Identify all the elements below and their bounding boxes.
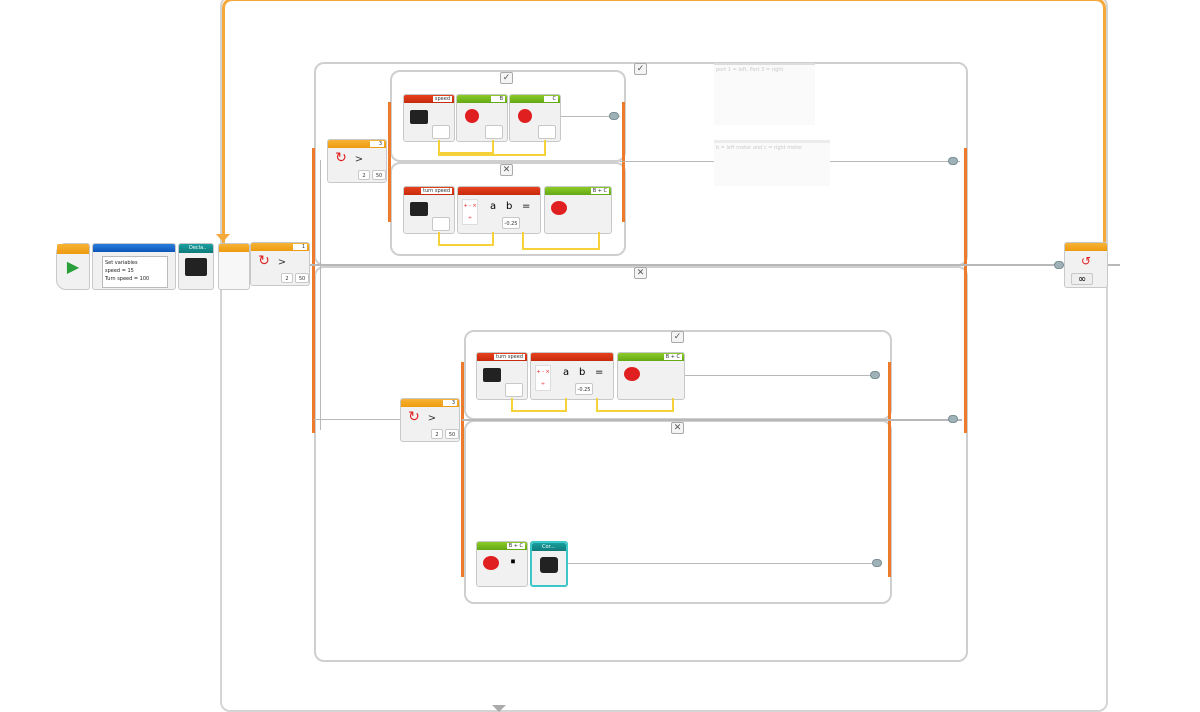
- wire-bottom-true: [684, 375, 874, 376]
- variable-turn-speed-block[interactable]: turn speed: [403, 186, 455, 234]
- loop-mode[interactable]: ∞: [1071, 273, 1093, 285]
- custom-block-icon: [540, 557, 558, 573]
- custom-block[interactable]: Cor...: [530, 541, 568, 587]
- data-wire: [438, 232, 494, 246]
- stop-icon: ⏹: [510, 557, 516, 567]
- loop-outer-frame: [220, 0, 1108, 712]
- threshold-value[interactable]: 50: [372, 170, 386, 180]
- math-ops-icon: + - × ÷: [462, 199, 478, 225]
- steering-icon: [483, 556, 499, 570]
- variables-line-3: Turn speed = 100: [105, 276, 150, 282]
- switch-main-left-bar: [312, 148, 315, 433]
- switch-top-right-bar: [622, 102, 625, 222]
- mode-value[interactable]: 2: [281, 273, 293, 283]
- loop-end-block[interactable]: ↺ ∞: [1064, 242, 1108, 288]
- loop-end-marker-icon: [492, 705, 506, 712]
- variables-line-1: Set variables: [105, 260, 138, 266]
- b-value[interactable]: -0.25: [575, 383, 593, 395]
- switch-bottom-false-tab[interactable]: ✕: [671, 422, 684, 434]
- steering-stop-block[interactable]: B + C ⏹: [476, 541, 528, 587]
- wire-main: [300, 264, 1120, 266]
- math-block[interactable]: + - × ÷ a b = -0.25: [530, 352, 614, 400]
- variable-speed-block[interactable]: speed: [403, 94, 455, 142]
- switch-top-true-tab[interactable]: ✓: [500, 72, 513, 84]
- loop-start-marker-icon: [216, 234, 230, 242]
- threshold-value[interactable]: 50: [295, 273, 309, 283]
- mode-value[interactable]: 2: [431, 429, 443, 439]
- tank-icon: [624, 367, 640, 381]
- declare-my-block[interactable]: Decla..: [178, 243, 214, 290]
- switch-icon: ↻: [335, 150, 347, 166]
- comment-ports[interactable]: port 1 = left, Port 3 = right: [714, 63, 815, 125]
- variable-turn-speed-block[interactable]: turn speed: [476, 352, 528, 400]
- switch-bottom-block[interactable]: 3 ↻ > 2 50: [400, 398, 460, 442]
- tank-block[interactable]: B + C: [544, 186, 612, 234]
- compare-label: >: [427, 413, 437, 424]
- loop-outer-highlight: [222, 0, 1106, 248]
- data-wire: [511, 398, 567, 412]
- wire-top-vert: [320, 160, 321, 430]
- comment-motors[interactable]: b = left motor and c = right motor: [714, 140, 830, 186]
- data-wire: [438, 140, 546, 156]
- tank-block[interactable]: B + C: [617, 352, 685, 400]
- briefcase-icon: [410, 202, 428, 216]
- loop-start[interactable]: [218, 243, 250, 290]
- switch-main-block[interactable]: 1 ↻ > 2 50: [250, 242, 310, 286]
- plug-icon: [609, 112, 619, 120]
- switch-icon: ↻: [408, 409, 420, 425]
- switch-main-true-tab[interactable]: ✓: [634, 63, 647, 75]
- my-block-label: Decla..: [189, 245, 207, 251]
- switch-bottom-false-frame: [464, 420, 892, 604]
- switch-bottom-right-bar: [888, 362, 891, 577]
- wire-bottom-left: [314, 419, 404, 420]
- plug-icon: [948, 157, 958, 165]
- switch-top-left-bar: [388, 102, 391, 222]
- start-block[interactable]: ▶: [56, 243, 90, 290]
- plug-icon: [872, 559, 882, 567]
- set-variables-block[interactable]: Set variables speed = 15 Turn speed = 10…: [92, 243, 176, 290]
- motor-b-block[interactable]: B: [456, 94, 508, 142]
- math-block[interactable]: + - × ÷ a b = -0.25: [457, 186, 541, 234]
- briefcase-icon: [185, 258, 207, 276]
- play-icon: ▶: [66, 257, 80, 276]
- briefcase-icon: [410, 110, 428, 124]
- data-wire: [522, 232, 600, 250]
- wire-bottom-mid: [462, 419, 962, 421]
- plug-icon: [948, 415, 958, 423]
- plug-icon: [1054, 261, 1064, 269]
- plug-icon: [870, 371, 880, 379]
- compare-label: >: [277, 257, 287, 268]
- switch-main-right-bar: [964, 148, 967, 433]
- switch-bottom-true-tab[interactable]: ✓: [671, 331, 684, 343]
- motor-icon: [518, 109, 532, 123]
- switch-top-true-frame: [390, 70, 626, 162]
- briefcase-icon: [483, 368, 501, 382]
- switch-top-false-tab[interactable]: ✕: [500, 164, 513, 176]
- switch-bottom-left-bar: [461, 362, 464, 577]
- math-ops-icon: + - × ÷: [535, 365, 551, 391]
- switch-main-false-tab[interactable]: ✕: [634, 267, 647, 279]
- switch-icon: ↻: [258, 253, 270, 269]
- loop-icon: ↺: [1080, 254, 1092, 268]
- switch-top-block[interactable]: 3 ↻ > 2 50: [327, 139, 387, 183]
- variables-line-2: speed = 15: [105, 268, 134, 274]
- switch-top-false-frame: [390, 162, 626, 256]
- wire-bottom-false: [568, 563, 878, 564]
- b-value[interactable]: -0.25: [502, 217, 520, 229]
- tank-icon: [551, 201, 567, 215]
- compare-label: >: [354, 154, 364, 165]
- motor-icon: [465, 109, 479, 123]
- data-wire: [596, 398, 674, 412]
- threshold-value[interactable]: 50: [445, 429, 459, 439]
- motor-c-block[interactable]: C: [509, 94, 561, 142]
- wire-top-true: [560, 116, 620, 117]
- mode-value[interactable]: 2: [358, 170, 370, 180]
